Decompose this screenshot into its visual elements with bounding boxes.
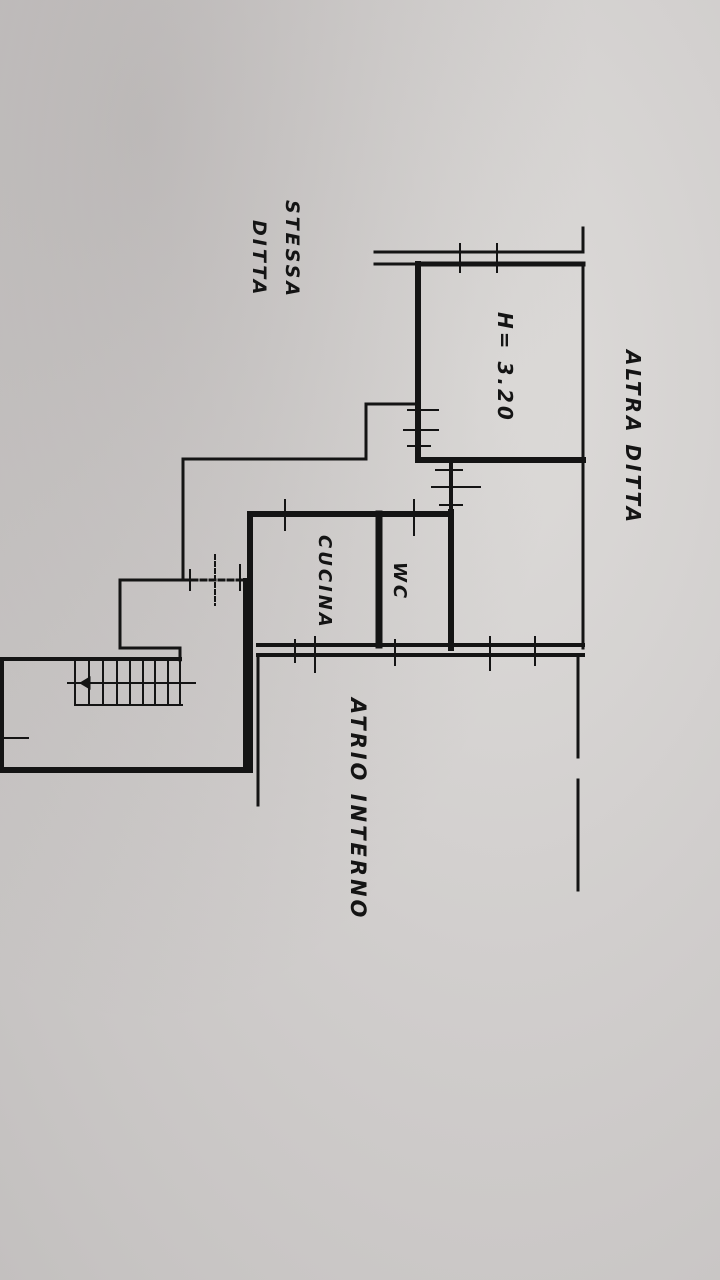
stair-steps bbox=[67, 659, 196, 706]
stair-area-walls bbox=[0, 554, 251, 773]
room-h320-walls bbox=[373, 226, 586, 463]
cucina-wc-walls bbox=[247, 499, 585, 773]
atrio-interno-label: ATRIO INTERNO bbox=[346, 698, 370, 921]
altra-ditta-label: ALTRA DITTA bbox=[621, 350, 645, 526]
corridor-walls bbox=[181, 402, 585, 650]
room-height-label: H= 3.20 bbox=[493, 312, 517, 423]
cucina-label: CUCINA bbox=[314, 535, 335, 630]
ditta-label: DITTA bbox=[248, 220, 270, 298]
wc-label: WC bbox=[389, 562, 410, 602]
stessa-label: STESSA bbox=[281, 200, 303, 300]
stair-arrow-icon bbox=[79, 676, 91, 690]
atrio-walls bbox=[256, 653, 580, 892]
